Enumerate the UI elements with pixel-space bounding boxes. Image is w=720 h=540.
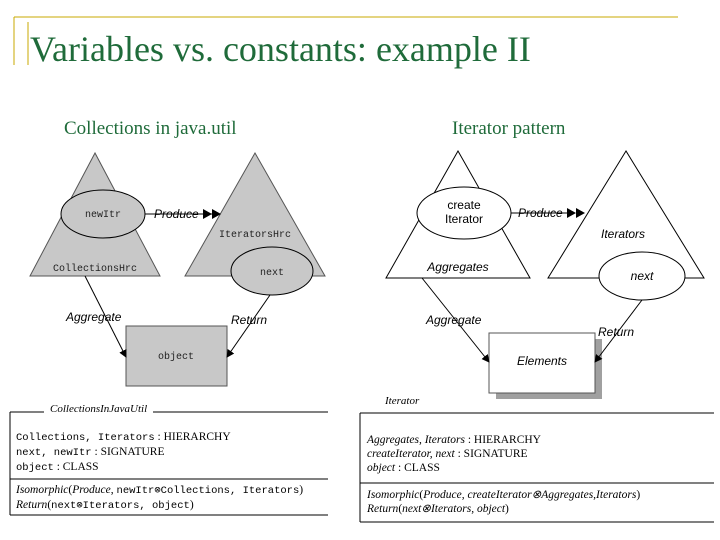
next-node xyxy=(230,246,314,296)
slide-title: Variables vs. constants: example II xyxy=(30,29,531,69)
left-pred-line-2: Return(next⊗Iterators, object) xyxy=(16,499,194,512)
produce-arrowheads-right xyxy=(567,208,585,218)
create-iterator-label-2: Iterator xyxy=(445,212,483,226)
next-label-right: next xyxy=(631,269,654,283)
right-decl-line-2: createIterator, next : SIGNATURE xyxy=(367,448,528,460)
object-label: object xyxy=(158,351,194,363)
left-decl-line-3: object : CLASS xyxy=(16,461,99,474)
right-schema-frame xyxy=(359,412,714,523)
left-schema-name: CollectionsInJavaUtil xyxy=(44,403,154,415)
left-decl-line-2: next, newItr : SIGNATURE xyxy=(16,446,165,459)
right-decl-line-1: Aggregates, Iterators : HIERARCHY xyxy=(367,434,541,446)
left-schema-frame xyxy=(9,411,328,516)
aggregates-label: Aggregates xyxy=(426,260,488,274)
produce-arrowheads xyxy=(203,209,221,219)
newItr-label: newItr xyxy=(85,210,121,221)
return-label-right: Return xyxy=(598,325,634,339)
right-schema-name: Iterator xyxy=(379,395,426,407)
left-schema-predicates: Isomorphic(Produce, newItr⊗Collections, … xyxy=(16,483,303,513)
elements-label: Elements xyxy=(517,354,567,368)
left-decl-line-1: Collections, Iterators : HIERARCHY xyxy=(16,431,231,444)
left-pred-line-1: Isomorphic(Produce, newItr⊗Collections, … xyxy=(16,484,304,497)
iterators-label: Iterators xyxy=(601,227,645,241)
right-schema-declarations: Aggregates, Iterators : HIERARCHY create… xyxy=(367,433,541,475)
right-pred-line-2: Return(next⊗Iterators, object) xyxy=(367,503,509,515)
left-schema-declarations: Collections, Iterators : HIERARCHY next,… xyxy=(16,430,231,475)
aggregate-edge-right xyxy=(421,277,490,363)
right-pred-line-1: Isomorphic(Produce, createIterator⊗Aggre… xyxy=(367,489,641,501)
object-node xyxy=(125,325,228,387)
right-heading: Iterator pattern xyxy=(452,118,566,139)
right-schema-predicates: Isomorphic(Produce, createIterator⊗Aggre… xyxy=(367,488,640,516)
return-edge xyxy=(226,294,271,358)
collections-hrc-label: CollectionsHrc xyxy=(53,263,137,275)
left-heading: Collections in java.util xyxy=(64,118,237,139)
iterators-hrc-label: IteratorsHrc xyxy=(219,230,291,241)
produce-label: Produce xyxy=(154,207,199,221)
create-iterator-label-1: create xyxy=(447,198,481,212)
aggregate-label-right: Aggregate xyxy=(425,313,482,327)
right-diagram: create Iterator Aggregates Iterators nex… xyxy=(385,149,705,399)
return-label: Return xyxy=(231,313,267,327)
left-diagram: newItr CollectionsHrc IteratorsHrc next … xyxy=(29,151,326,387)
aggregate-label: Aggregate xyxy=(65,310,122,324)
next-label: next xyxy=(260,268,284,279)
aggregate-edge xyxy=(84,275,127,358)
return-edge-right xyxy=(594,299,643,363)
right-decl-line-3: object : CLASS xyxy=(367,462,440,474)
produce-label-right: Produce xyxy=(518,206,563,220)
elements-node xyxy=(488,332,596,394)
